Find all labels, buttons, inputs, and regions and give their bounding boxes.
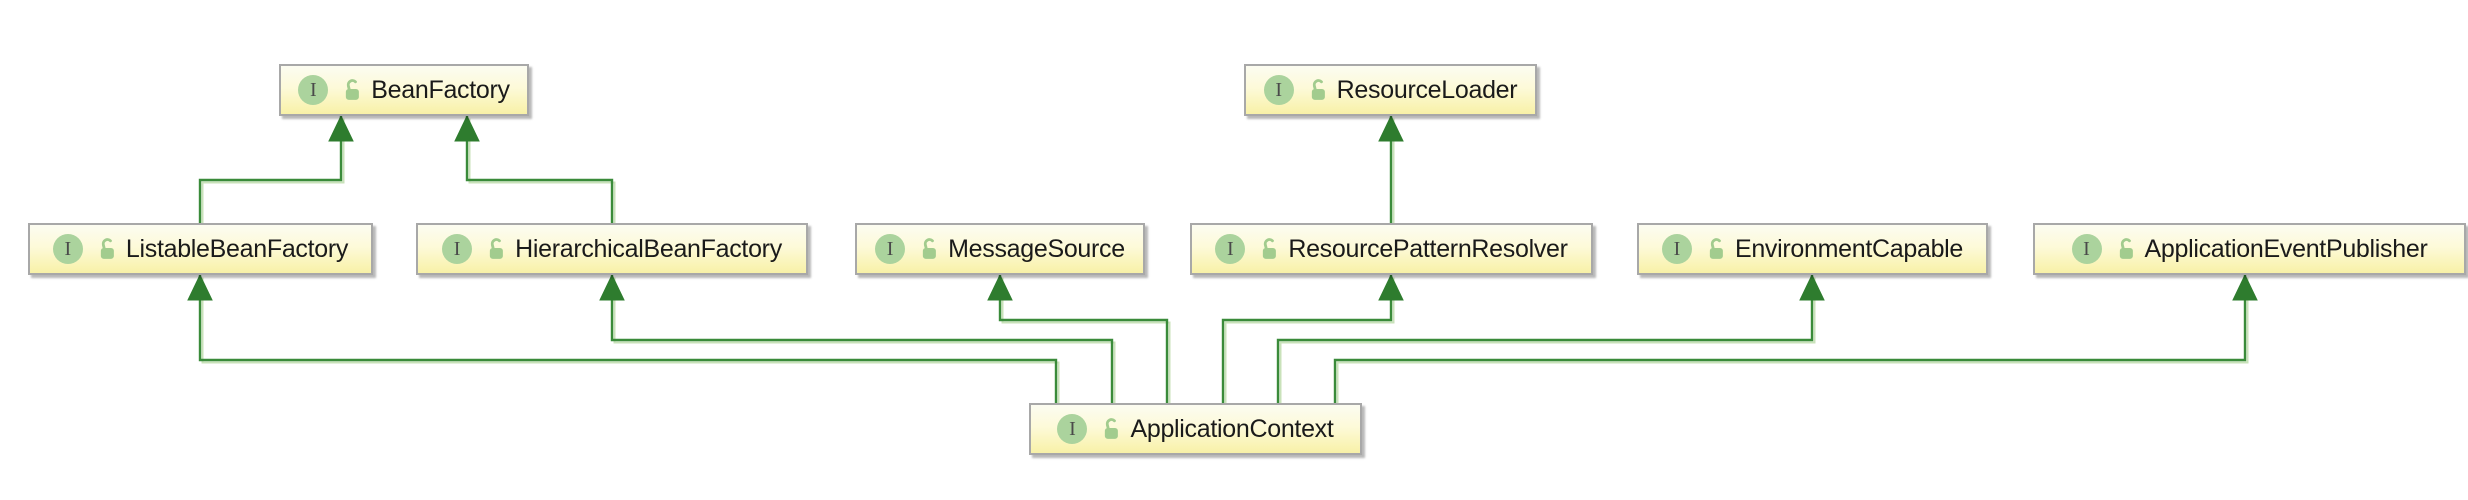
inheritance-arrowhead-resource-loader bbox=[1378, 114, 1404, 142]
class-name-label: ApplicationContext bbox=[1130, 414, 1334, 443]
interface-icon: I bbox=[1057, 414, 1088, 444]
class-node-environment-capable[interactable]: I EnvironmentCapable bbox=[1637, 223, 1988, 275]
class-name-label: ResourceLoader bbox=[1336, 75, 1518, 104]
class-node-application-context[interactable]: I ApplicationContext bbox=[1029, 403, 1362, 455]
class-name-label: EnvironmentCapable bbox=[1734, 234, 1964, 263]
edge-highlight-application-context-to-listable-bean-factory bbox=[201, 277, 1060, 406]
edge-highlight-application-context-to-environment-capable bbox=[1279, 277, 1816, 406]
interface-icon: I bbox=[875, 234, 906, 264]
inheritance-edge-application-context-to-environment-capable[interactable] bbox=[1276, 275, 1814, 403]
inheritance-arrowhead-bean-factory bbox=[454, 114, 480, 142]
inheritance-arrowhead-resource-pattern-resolver bbox=[1378, 273, 1404, 301]
class-node-application-event-publisher[interactable]: I ApplicationEventPublisher bbox=[2033, 223, 2466, 275]
edge-highlight-listable-bean-factory-to-bean-factory bbox=[201, 118, 345, 226]
inheritance-arrowhead-message-source bbox=[987, 273, 1013, 301]
public-visibility-lock-icon bbox=[346, 78, 360, 100]
public-visibility-lock-icon bbox=[922, 237, 936, 259]
edge-highlight-application-context-to-application-event-publisher bbox=[1336, 277, 2249, 406]
inheritance-arrowhead-application-event-publisher bbox=[2232, 273, 2258, 301]
inheritance-arrowhead-environment-capable bbox=[1799, 273, 1825, 301]
inheritance-arrowhead-listable-bean-factory bbox=[187, 273, 213, 301]
interface-icon: I bbox=[52, 234, 83, 264]
inheritance-arrowhead-hierarchical-bean-factory bbox=[599, 273, 625, 301]
interface-icon: I bbox=[1215, 234, 1246, 264]
class-name-label: BeanFactory bbox=[371, 75, 510, 104]
class-node-resource-loader[interactable]: I ResourceLoader bbox=[1244, 64, 1537, 116]
public-visibility-lock-icon bbox=[2119, 237, 2133, 259]
inheritance-edge-application-context-to-hierarchical-bean-factory[interactable] bbox=[610, 275, 1114, 403]
inheritance-arrowhead-bean-factory bbox=[328, 114, 354, 142]
interface-icon: I bbox=[442, 234, 473, 264]
public-visibility-lock-icon bbox=[489, 237, 503, 259]
class-node-listable-bean-factory[interactable]: I ListableBeanFactory bbox=[28, 223, 373, 275]
edge-highlight-hierarchical-bean-factory-to-bean-factory bbox=[468, 118, 616, 226]
interface-icon: I bbox=[1661, 234, 1692, 264]
public-visibility-lock-icon bbox=[1105, 417, 1119, 439]
class-name-label: HierarchicalBeanFactory bbox=[515, 234, 782, 263]
class-name-label: MessageSource bbox=[948, 234, 1125, 263]
class-name-label: ApplicationEventPublisher bbox=[2144, 234, 2428, 263]
class-node-bean-factory[interactable]: I BeanFactory bbox=[279, 64, 529, 116]
edge-highlight-application-context-to-hierarchical-bean-factory bbox=[613, 277, 1116, 406]
inheritance-edge-listable-bean-factory-to-bean-factory[interactable] bbox=[198, 116, 343, 223]
public-visibility-lock-icon bbox=[1709, 237, 1723, 259]
class-node-hierarchical-bean-factory[interactable]: I HierarchicalBeanFactory bbox=[416, 223, 808, 275]
inheritance-edge-application-context-to-application-event-publisher[interactable] bbox=[1333, 275, 2247, 403]
inheritance-edge-application-context-to-listable-bean-factory[interactable] bbox=[198, 275, 1058, 403]
inheritance-edge-hierarchical-bean-factory-to-bean-factory[interactable] bbox=[465, 116, 614, 223]
class-node-message-source[interactable]: I MessageSource bbox=[855, 223, 1145, 275]
public-visibility-lock-icon bbox=[1311, 78, 1325, 100]
interface-icon: I bbox=[1263, 75, 1294, 105]
interface-icon: I bbox=[298, 75, 329, 105]
interface-icon: I bbox=[2071, 234, 2102, 264]
class-name-label: ListableBeanFactory bbox=[125, 234, 349, 263]
public-visibility-lock-icon bbox=[1263, 237, 1277, 259]
public-visibility-lock-icon bbox=[100, 237, 114, 259]
class-name-label: ResourcePatternResolver bbox=[1288, 234, 1568, 263]
class-node-resource-pattern-resolver[interactable]: I ResourcePatternResolver bbox=[1190, 223, 1593, 275]
